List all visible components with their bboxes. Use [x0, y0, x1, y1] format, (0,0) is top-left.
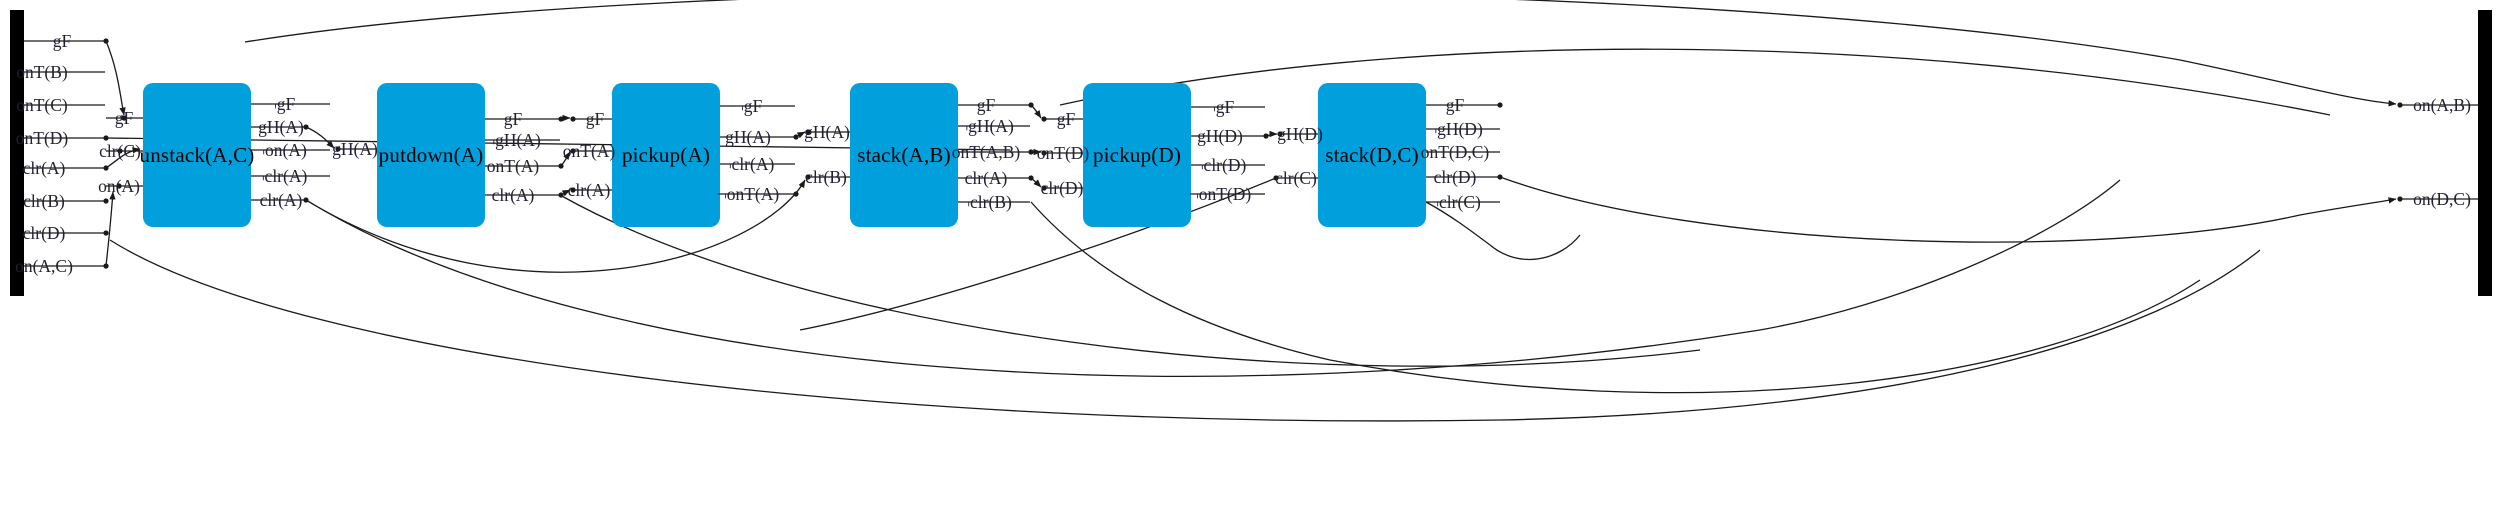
precondition-stack-dc-1[interactable]: clr(C) [1275, 168, 1317, 188]
action-label-stack-dc: stack(D,C) [1325, 142, 1419, 167]
effect-pickup-d-3[interactable]: ¬onT(D) [1188, 184, 1252, 204]
initial-literal-onT(D)[interactable]: onT(D) [15, 128, 69, 148]
effect-pickup-a-3[interactable]: ¬onT(A) [716, 184, 780, 204]
effect-stack-dc-3[interactable]: clr(D) [1433, 167, 1477, 187]
action-label-pickup-a: pickup(A) [621, 142, 711, 167]
precondition-stack-ab-1[interactable]: clr(B) [805, 167, 847, 187]
precondition-unstack-1[interactable]: clr(C) [99, 141, 141, 161]
action-box-putdown[interactable]: putdown(A) [377, 83, 485, 227]
effect-pickup-a-0[interactable]: ¬gF [733, 96, 763, 116]
effect-unstack-2[interactable]: ¬on(A) [255, 140, 307, 160]
effect-stack-dc-2[interactable]: onT(D,C) [1420, 142, 1490, 162]
action-label-stack-ab: stack(A,B) [857, 142, 951, 167]
initial-state-bar [10, 10, 24, 296]
effect-putdown-3[interactable]: clr(A) [491, 185, 535, 205]
precondition-pickup-a-0[interactable]: gF [585, 109, 605, 129]
precondition-pickup-d-0[interactable]: gF [1056, 109, 1076, 129]
initial-literal-gF[interactable]: gF [52, 31, 72, 51]
goal-state-bar [2478, 10, 2492, 296]
effect-pickup-a-1[interactable]: gH(A) [725, 127, 771, 147]
effect-putdown-0[interactable]: gF [503, 109, 523, 129]
effect-putdown-1[interactable]: ¬gH(A) [485, 130, 541, 150]
initial-literal-clr(A)[interactable]: clr(A) [22, 158, 66, 178]
effect-stack-ab-2[interactable]: onT(A,B) [951, 142, 1021, 162]
effect-unstack-1[interactable]: gH(A) [258, 117, 304, 137]
effect-stack-ab-4[interactable]: ¬clr(B) [960, 192, 1012, 212]
action-box-pickup-a[interactable]: pickup(A) [612, 83, 720, 227]
goal-literal-on(A,B)[interactable]: on(A,B) [2413, 95, 2471, 115]
effect-stack-ab-1[interactable]: ¬gH(A) [958, 116, 1014, 136]
action-label-pickup-d: pickup(D) [1092, 142, 1182, 167]
effect-unstack-4[interactable]: clr(A) [259, 190, 303, 210]
effect-unstack-0[interactable]: ¬gF [266, 94, 296, 114]
precondition-pickup-a-1[interactable]: onT(A) [562, 141, 616, 161]
precondition-stack-dc-0[interactable]: gH(D) [1277, 124, 1323, 144]
initial-literal-clr(B)[interactable]: clr(B) [23, 191, 65, 211]
effect-pickup-d-0[interactable]: ¬gF [1205, 97, 1235, 117]
precondition-pickup-a-2[interactable]: clr(A) [567, 180, 611, 200]
precondition-pickup-d-2[interactable]: clr(D) [1040, 178, 1084, 198]
precondition-putdown-0[interactable]: gH(A) [332, 139, 378, 159]
effect-pickup-d-1[interactable]: gH(D) [1197, 126, 1243, 146]
effect-pickup-a-2[interactable]: ¬clr(A) [721, 154, 775, 174]
action-box-stack-dc[interactable]: stack(D,C) [1318, 83, 1426, 227]
effect-pickup-d-2[interactable]: ¬clr(D) [1193, 155, 1247, 175]
action-label-unstack: unstack(A,C) [139, 142, 255, 167]
effect-stack-dc-1[interactable]: ¬gH(D) [1427, 119, 1483, 139]
effect-stack-dc-4[interactable]: ¬clr(C) [1429, 192, 1481, 212]
precondition-pickup-d-1[interactable]: onT(D) [1036, 143, 1090, 163]
initial-literal-on(A,C)[interactable]: on(A,C) [15, 256, 73, 276]
effect-stack-dc-0[interactable]: gF [1445, 95, 1465, 115]
precondition-stack-ab-0[interactable]: gH(A) [804, 122, 850, 142]
action-box-pickup-d[interactable]: pickup(D) [1083, 83, 1191, 227]
goal-literal-on(D,C)[interactable]: on(D,C) [2413, 189, 2471, 209]
precondition-unstack-0[interactable]: gF [114, 108, 134, 128]
action-box-unstack[interactable]: unstack(A,C) [140, 83, 254, 227]
action-box-stack-ab[interactable]: stack(A,B) [850, 83, 958, 227]
effect-unstack-3[interactable]: ¬clr(A) [254, 166, 308, 186]
effect-putdown-2[interactable]: onT(A) [486, 156, 540, 176]
initial-literal-onT(C)[interactable]: onT(C) [16, 95, 68, 115]
initial-literal-onT(B)[interactable]: onT(B) [16, 62, 68, 82]
initial-literal-clr(D)[interactable]: clr(D) [22, 223, 66, 243]
effect-stack-ab-3[interactable]: clr(A) [964, 168, 1008, 188]
action-label-putdown: putdown(A) [378, 142, 484, 167]
effect-stack-ab-0[interactable]: gF [976, 95, 996, 115]
precondition-unstack-2[interactable]: on(A) [98, 176, 140, 196]
